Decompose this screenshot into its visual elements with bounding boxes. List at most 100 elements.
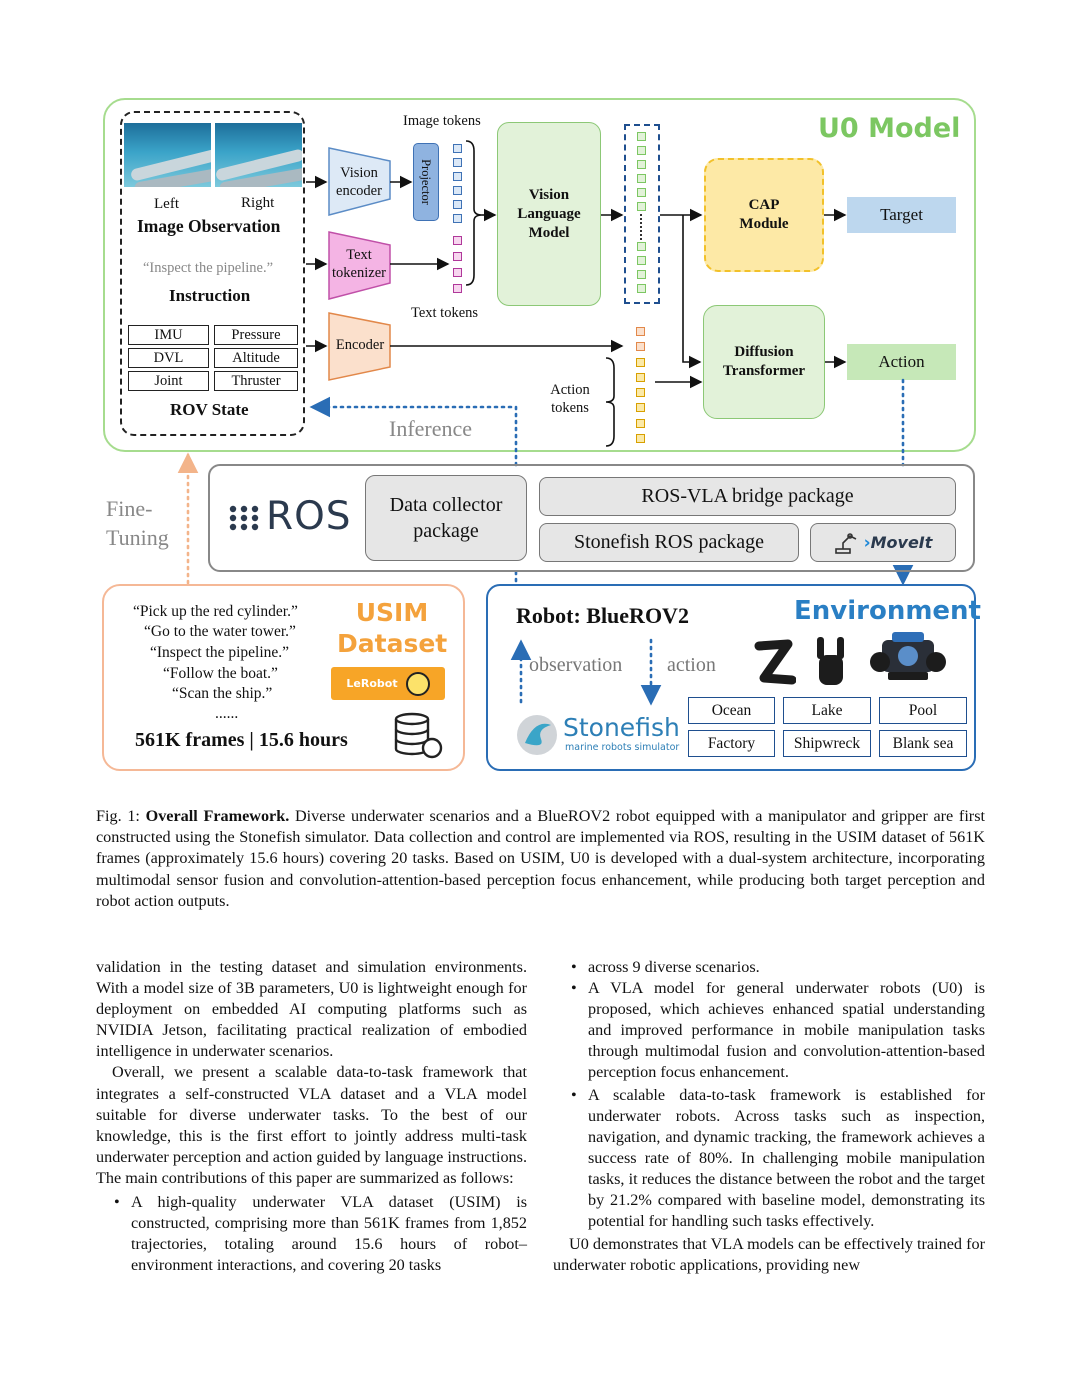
image-token: [453, 214, 462, 223]
contribution-bullet-2: A VLA model for general underwater robot…: [553, 978, 985, 1083]
usim-instruction-5: “Scan the ship.”: [172, 685, 273, 702]
moveit-label: MoveIt: [870, 533, 933, 552]
framework-figure: U0 Model Left Right Image Observation “I…: [102, 98, 981, 771]
action-token: [636, 358, 645, 367]
database-icon: [394, 712, 443, 759]
text-tokenizer: Text tokenizer: [332, 247, 386, 281]
encoder: Encoder: [335, 337, 385, 353]
inference-label: Inference: [389, 416, 473, 441]
stonefish-logo-icon: [517, 715, 557, 755]
lerobot-logo: LeRobot: [331, 667, 445, 700]
left-column: validation in the testing dataset and si…: [96, 957, 527, 1276]
action-token: [636, 419, 645, 428]
usim-title: USIM Dataset: [337, 598, 448, 658]
paragraph-2: Overall, we present a scalable data-to-t…: [96, 1063, 527, 1187]
hidden-token: [637, 256, 646, 265]
u0-model-frame: [103, 98, 976, 452]
env-lake: Lake: [783, 697, 871, 724]
environment-title: Environment: [794, 596, 981, 626]
action-token: [636, 434, 645, 443]
env-blank-sea: Blank sea: [879, 730, 967, 757]
instruction-label: Instruction: [169, 286, 251, 305]
env-shipwreck: Shipwreck: [783, 730, 871, 757]
image-token: [453, 158, 462, 167]
hidden-token: [637, 284, 646, 293]
usim-instruction-3: “Inspect the pipeline.”: [150, 644, 290, 661]
caption-title: Overall Framework.: [145, 807, 290, 825]
image-token: [453, 186, 462, 195]
manipulator-arm-icon: [754, 639, 796, 685]
hidden-token: [637, 160, 646, 169]
ros-logo: ROS: [266, 494, 352, 539]
action-token: [636, 388, 645, 397]
env-pool: Pool: [879, 697, 967, 724]
action-token: [636, 403, 645, 412]
action-tokens-label: Action tokens: [550, 382, 590, 416]
paragraph-last: U0 demonstrates that VLA models can be e…: [553, 1235, 985, 1275]
caption-text: Diverse underwater scenarios and a BlueR…: [96, 807, 985, 910]
connector-arrows: [177, 140, 914, 706]
rov-state-imu: IMU: [128, 325, 209, 345]
paragraph-1: validation in the testing dataset and si…: [96, 958, 527, 1061]
contribution-bullet-1-continued: across 9 diverse scenarios.: [553, 957, 985, 978]
bullet-1-continuation: across 9 diverse scenarios.: [588, 958, 760, 976]
environment-box: [486, 584, 976, 771]
hidden-token: [637, 188, 646, 197]
rov-state-joint: Joint: [128, 371, 209, 391]
right-column: across 9 diverse scenarios. A VLA model …: [553, 957, 985, 1276]
env-ocean: Ocean: [688, 697, 775, 724]
rov-state-dvl: DVL: [128, 348, 209, 368]
data-collector-package: Data collector package: [365, 475, 527, 561]
hidden-token: [637, 242, 646, 251]
action-output: Action: [847, 344, 956, 380]
ros-vla-bridge-package: ROS-VLA bridge package: [539, 477, 956, 516]
action-token: [636, 342, 645, 351]
text-token: [453, 236, 462, 245]
moveit-package: › MoveIt: [810, 523, 956, 562]
hidden-token: [637, 132, 646, 141]
usim-dataset-box: [102, 584, 465, 771]
image-tokens-label: Image tokens: [403, 113, 481, 129]
stonefish-name: Stonefish: [563, 713, 680, 742]
action-token: [636, 327, 645, 336]
action-label: action: [667, 654, 716, 676]
rov-state-thruster: Thruster: [214, 371, 298, 391]
caption-label: Fig. 1:: [96, 807, 146, 825]
left-camera-image: [124, 123, 211, 187]
rov-state-pressure: Pressure: [214, 325, 298, 345]
image-token: [453, 172, 462, 181]
env-factory: Factory: [688, 730, 775, 757]
hidden-token-column: [624, 124, 660, 304]
image-token: [453, 200, 462, 209]
usim-instruction-1: “Pick up the red cylinder.”: [133, 603, 298, 620]
target-output: Target: [847, 197, 956, 233]
hidden-token: [637, 174, 646, 183]
u0-model-title: U0 Model: [818, 113, 961, 144]
instruction-example: “Inspect the pipeline.”: [143, 260, 274, 276]
usim-instruction-more: ......: [215, 705, 239, 722]
usim-stats: 561K frames | 15.6 hours: [135, 729, 348, 751]
observation-label: observation: [529, 654, 623, 676]
text-tokens-label: Text tokens: [411, 305, 479, 321]
lerobot-label: LeRobot: [346, 677, 398, 690]
bluerov2-icon: [870, 632, 946, 680]
vision-language-model: Vision Language Model: [497, 122, 601, 306]
usim-instruction-4: “Follow the boat.”: [163, 665, 278, 682]
image-token: [453, 144, 462, 153]
usim-instruction-2: “Go to the water tower.”: [144, 623, 296, 640]
projector: [413, 143, 439, 221]
lerobot-mascot-icon: [405, 671, 430, 696]
rov-state-altitude: Altitude: [214, 348, 298, 368]
hidden-token: [637, 270, 646, 279]
gripper-icon: [817, 637, 844, 685]
hidden-token: [637, 202, 646, 211]
ros-bar: [208, 464, 975, 572]
rov-state-label: ROV State: [170, 400, 249, 419]
left-label: Left: [154, 196, 179, 212]
text-token: [453, 268, 462, 277]
contribution-bullet-3: A scalable data-to-task framework is est…: [553, 1085, 985, 1233]
input-region: [120, 111, 305, 436]
contribution-bullet-1: A high-quality underwater VLA dataset (U…: [96, 1192, 527, 1276]
hidden-token: [637, 146, 646, 155]
right-camera-image: [215, 123, 302, 187]
